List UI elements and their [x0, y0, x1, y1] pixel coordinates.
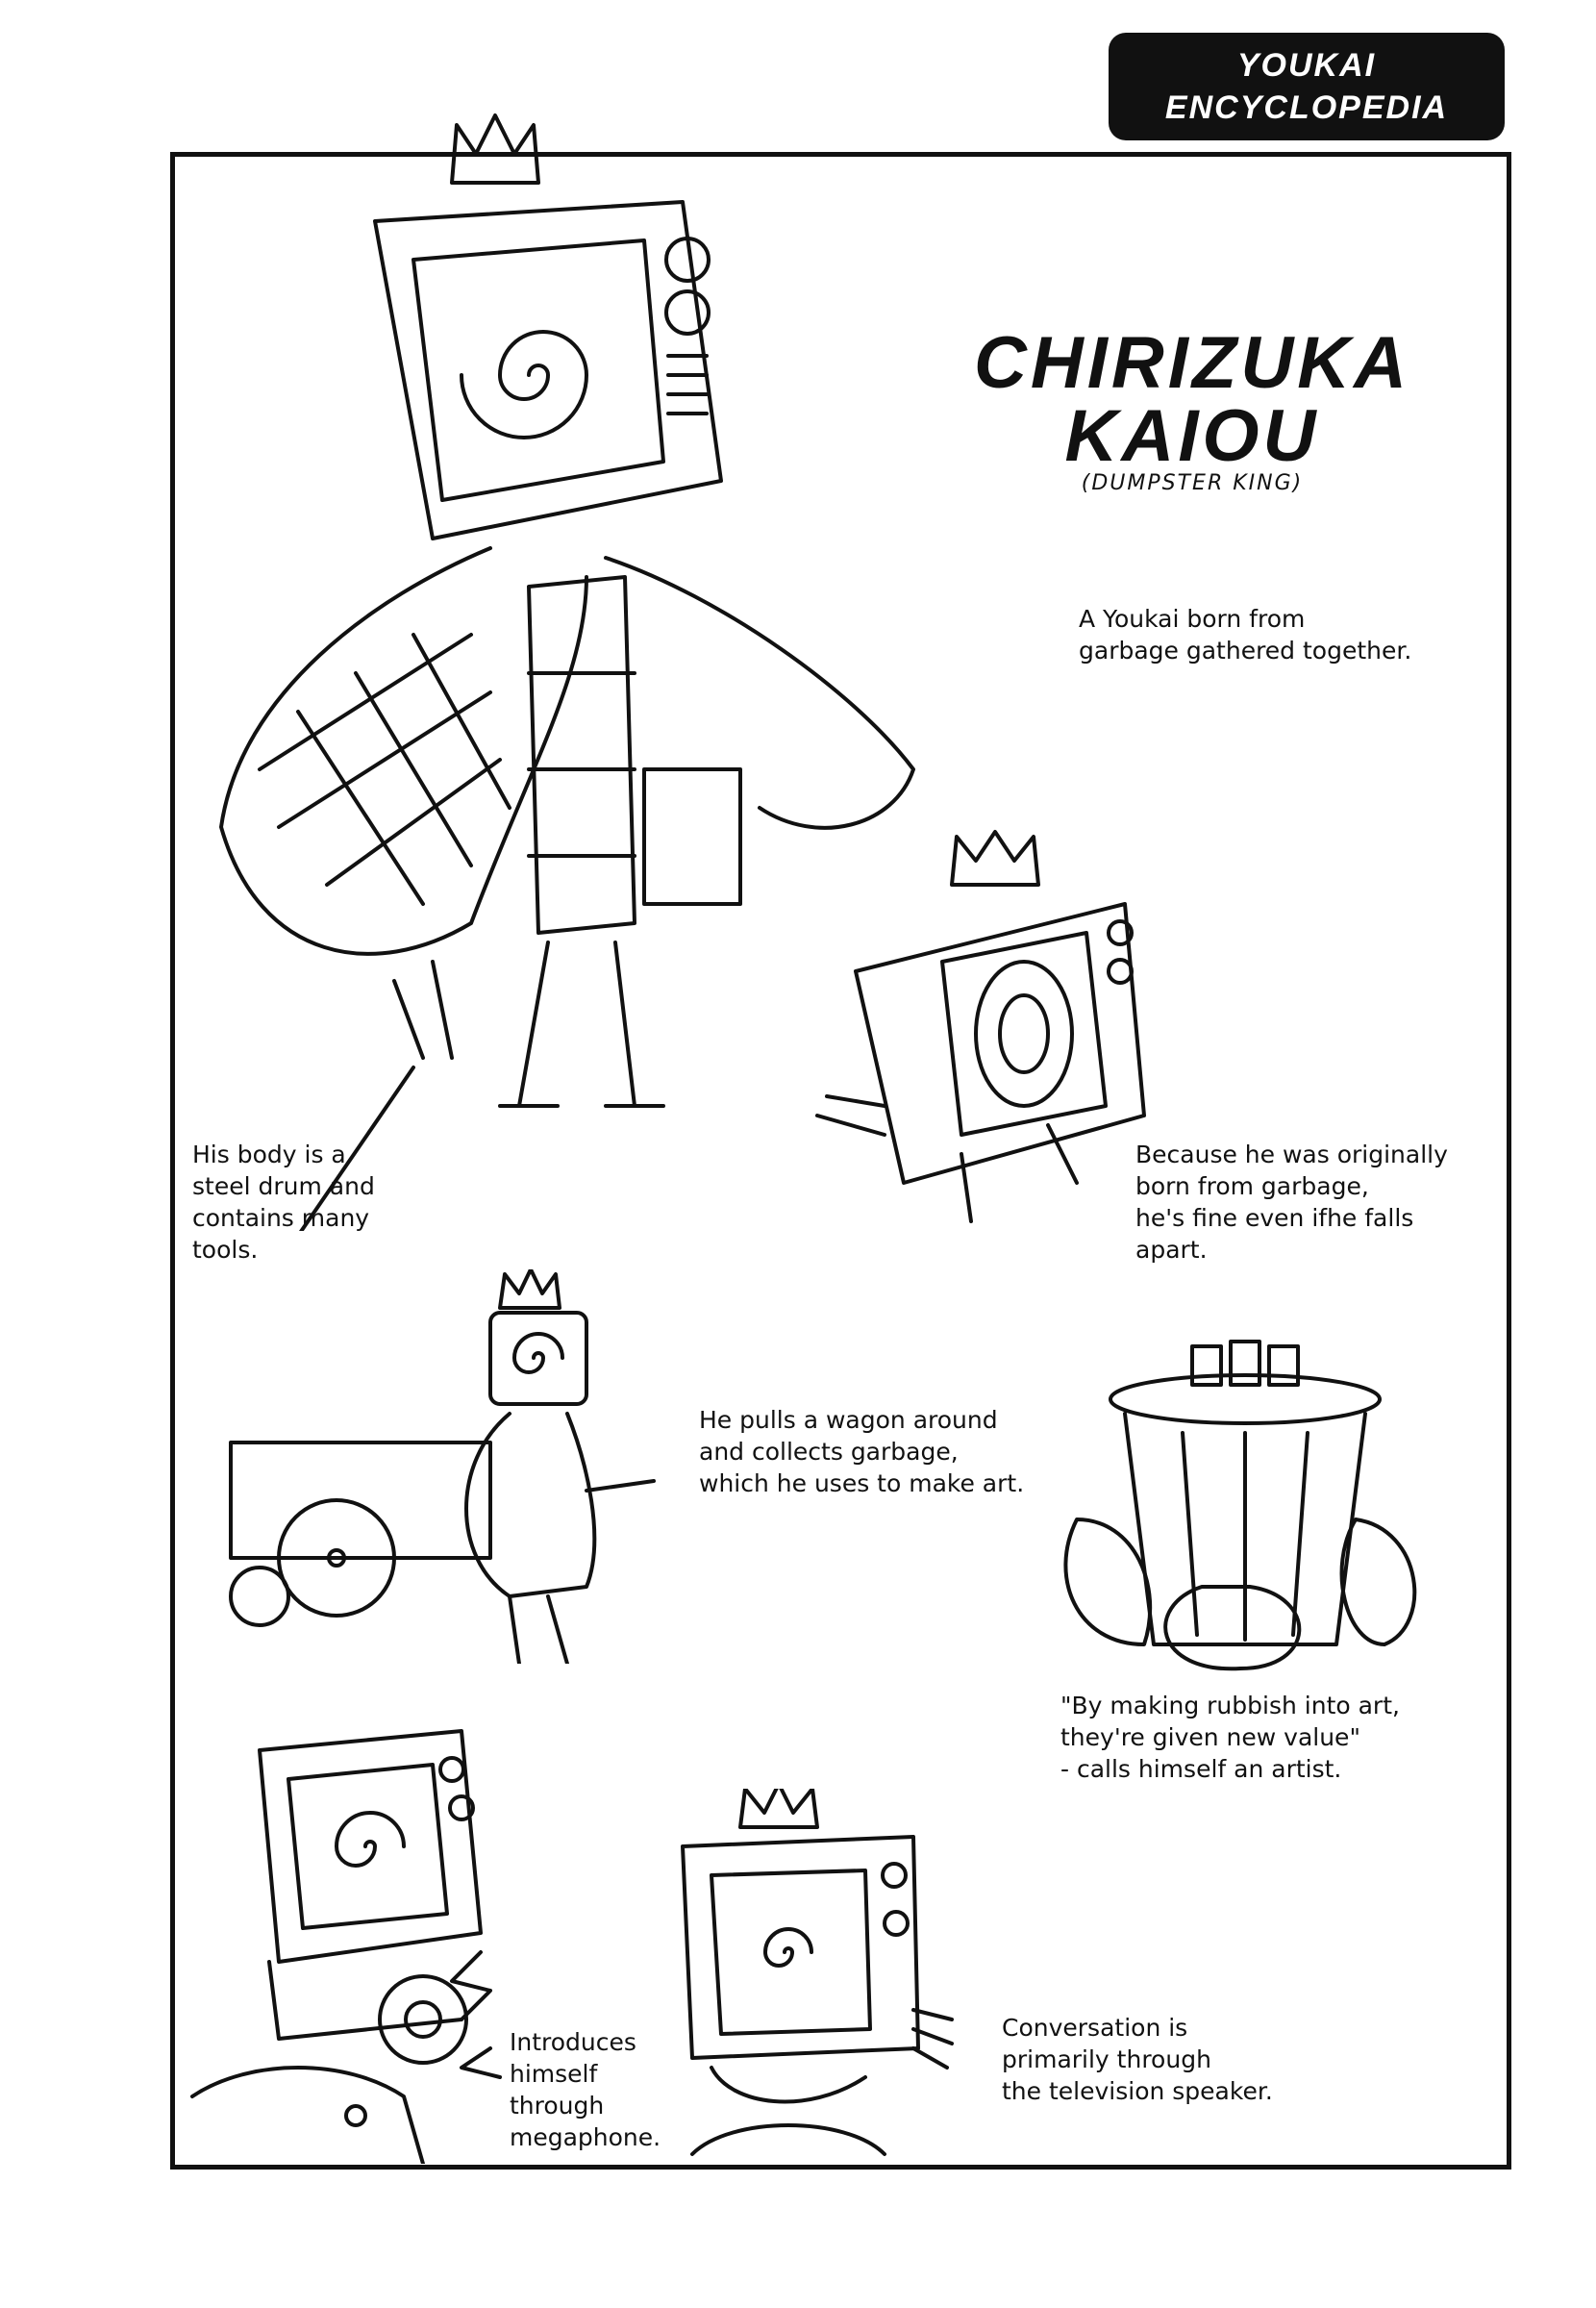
note-wagon: He pulls a wagon around and collects gar…: [699, 1406, 1025, 1497]
tv-head-closeup-illustration: [681, 1789, 954, 2156]
megaphone-closeup-illustration: [190, 1729, 502, 2164]
note-artist-quote: "By making rubbish into art, they're giv…: [1060, 1692, 1400, 1783]
section-badge: YOUKAI ENCYCLOPEDIA: [1109, 33, 1505, 140]
note-megaphone: Introduces himself through megaphone.: [510, 2028, 661, 2151]
note-conversation: Conversation is primarily through the te…: [1002, 2014, 1273, 2105]
note-falls-apart: Because he was originally born from garb…: [1135, 1141, 1448, 1264]
trash-can-illustration: [1063, 1340, 1417, 1671]
badge-line-2: ENCYCLOPEDIA: [1164, 89, 1449, 126]
entry-title-line-1: CHIRIZUKA: [974, 322, 1410, 404]
entry-subtitle: (DUMPSTER KING): [1081, 471, 1304, 495]
entry-title-line-2: KAIOU: [1064, 395, 1320, 477]
main-character-illustration: [219, 113, 915, 1231]
note-origin: A Youkai born from garbage gathered toge…: [1079, 605, 1412, 665]
page-frame: [170, 152, 1511, 2170]
wagon-illustration: [229, 1269, 656, 1664]
badge-line-1: YOUKAI: [1236, 47, 1377, 84]
note-steel-drum-body: His body is a steel drum and contains ma…: [192, 1141, 375, 1264]
fallen-tv-illustration: [815, 830, 1146, 1223]
